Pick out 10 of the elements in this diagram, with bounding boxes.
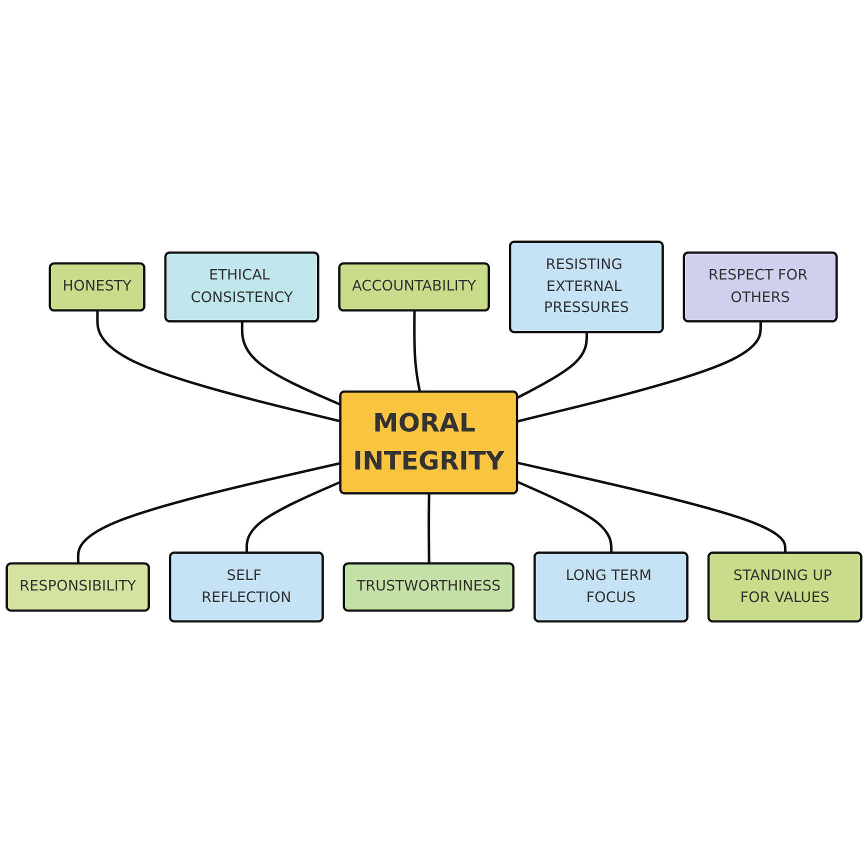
connector (240, 322, 342, 406)
connector (516, 481, 613, 554)
connector (413, 311, 422, 393)
connector (517, 462, 787, 554)
connector (517, 322, 762, 423)
connector (76, 462, 342, 564)
connector (96, 311, 342, 423)
connector (428, 494, 430, 564)
connector (245, 481, 342, 554)
connector (516, 332, 588, 400)
